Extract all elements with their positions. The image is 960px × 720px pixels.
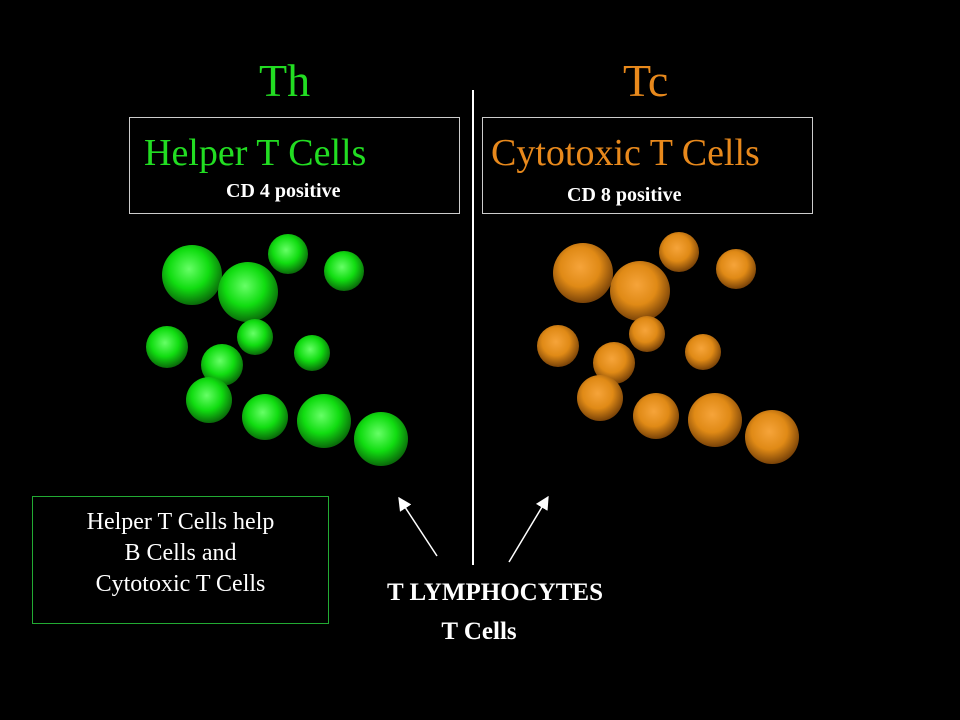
helper-cell <box>162 245 222 305</box>
helper-cell <box>294 335 330 371</box>
helper-cell <box>268 234 308 274</box>
helper-cell <box>201 344 243 386</box>
cytotoxic-title: Cytotoxic T Cells <box>491 132 760 174</box>
helper-cell <box>242 394 288 440</box>
cytotoxic-cell <box>688 393 742 447</box>
helper-cell-cluster <box>146 234 408 466</box>
cytotoxic-cell <box>610 261 670 321</box>
cytotoxic-cell <box>553 243 613 303</box>
t-cells-label: T Cells <box>441 618 517 645</box>
cytotoxic-cell <box>633 393 679 439</box>
cytotoxic-cell <box>659 232 699 272</box>
helper-note-box: Helper T Cells help B Cells and Cytotoxi… <box>32 496 329 624</box>
arrow-to-helper <box>398 496 438 557</box>
t-lymphocytes-label: T LYMPHOCYTES <box>386 579 604 606</box>
cytotoxic-cell <box>577 375 623 421</box>
arrow-to-cytotoxic <box>508 495 549 563</box>
th-label: Th <box>259 55 311 106</box>
cytotoxic-cell <box>716 249 756 289</box>
cytotoxic-cell <box>629 316 665 352</box>
cytotoxic-marker: CD 8 positive <box>567 184 682 206</box>
helper-title: Helper T Cells <box>144 132 367 174</box>
helper-marker: CD 4 positive <box>226 180 341 202</box>
tc-label: Tc <box>623 55 669 106</box>
helper-cell <box>186 377 232 423</box>
cytotoxic-cell <box>537 325 579 367</box>
note-line: B Cells and <box>124 540 237 567</box>
note-line: Cytotoxic T Cells <box>95 571 266 598</box>
helper-cell <box>354 412 408 466</box>
cytotoxic-box: Cytotoxic T Cells CD 8 positive <box>482 117 813 214</box>
note-line: Helper T Cells help <box>86 509 275 535</box>
cytotoxic-cell <box>593 342 635 384</box>
cytotoxic-cell <box>745 410 799 464</box>
helper-box: Helper T Cells CD 4 positive <box>129 117 460 214</box>
helper-cell <box>297 394 351 448</box>
cytotoxic-cell <box>685 334 721 370</box>
helper-cell <box>146 326 188 368</box>
cytotoxic-cell-cluster <box>537 232 799 464</box>
center-divider <box>472 90 474 565</box>
helper-cell <box>237 319 273 355</box>
helper-cell <box>218 262 278 322</box>
helper-cell <box>324 251 364 291</box>
